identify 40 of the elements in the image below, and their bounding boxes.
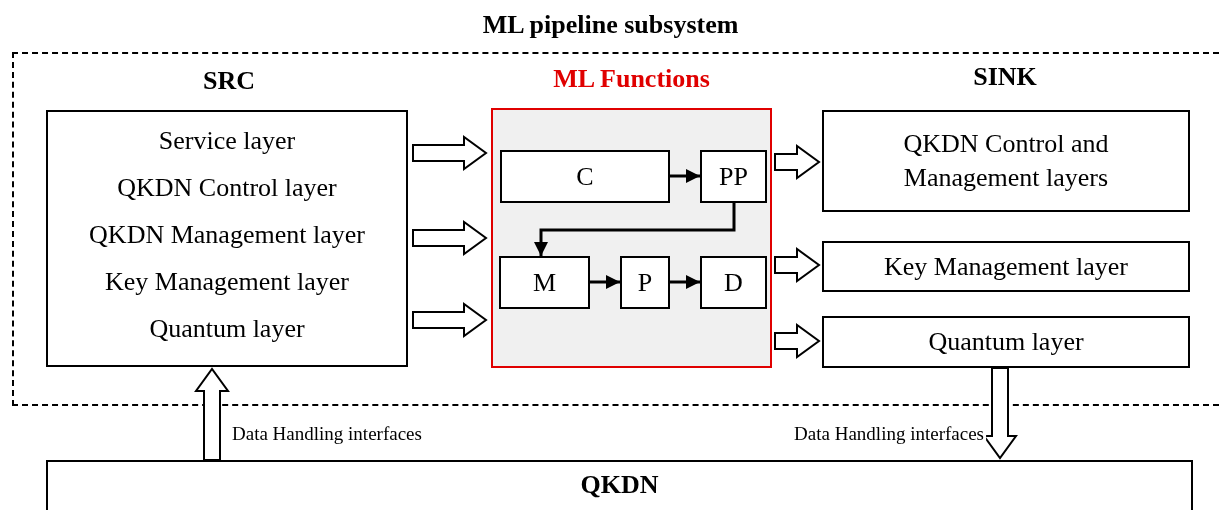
arrow: [670, 169, 700, 183]
edge-label: Data Handling interfaces: [230, 423, 424, 445]
function-label: C: [576, 160, 594, 193]
layer-label: QKDN Control layer: [116, 173, 338, 203]
layer-label: QKDN Management layer: [88, 220, 366, 250]
layer-label: QKDN Control and Management layers: [902, 128, 1110, 194]
arrow: [590, 275, 620, 289]
group-heading: ML Functions: [552, 64, 711, 94]
arrow: [670, 275, 700, 289]
block-arrow: [412, 135, 488, 171]
layer-label: Key Management layer: [104, 267, 350, 297]
block-arrow: [194, 367, 230, 461]
arrow: [534, 203, 736, 256]
function-label: M: [532, 266, 557, 299]
network-label: QKDN: [579, 470, 660, 500]
layer-box: [822, 110, 1190, 212]
process-box: [499, 256, 590, 309]
block-arrow: [774, 323, 821, 359]
process-box: [700, 256, 767, 309]
block-arrow: [774, 144, 821, 180]
function-label: PP: [719, 160, 748, 193]
column-heading: SRC: [202, 66, 256, 96]
layer-box: [822, 241, 1190, 292]
edge-label: Data Handling interfaces: [792, 423, 986, 445]
network-box: [46, 460, 1193, 510]
subsystem-title: ML pipeline subsystem: [481, 10, 740, 40]
block-arrow: [412, 302, 488, 338]
column-heading: SINK: [972, 62, 1038, 92]
function-label: D: [724, 266, 743, 299]
layer-label: Quantum layer: [148, 314, 306, 344]
process-box: [700, 150, 767, 203]
block-arrow: [774, 247, 821, 283]
function-label: P: [637, 266, 653, 299]
layer-label: Key Management layer: [884, 250, 1128, 283]
process-box: [500, 150, 670, 203]
layer-label: Quantum layer: [928, 326, 1084, 359]
block-arrow: [412, 220, 488, 256]
process-box: [620, 256, 670, 309]
layer-label: Service layer: [157, 126, 297, 156]
layer-box: [822, 316, 1190, 368]
